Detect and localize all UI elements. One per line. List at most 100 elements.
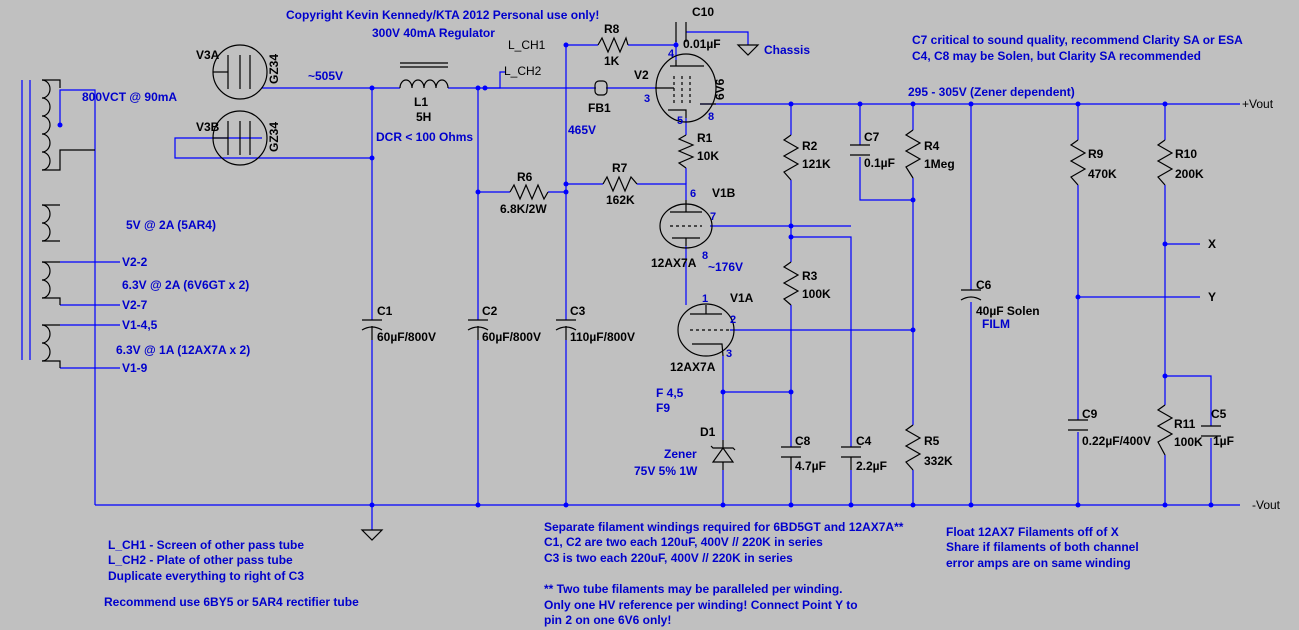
v1b-label: V1B: [712, 186, 736, 200]
r3-value: 100K: [802, 287, 831, 301]
v2-pin5: 5: [677, 115, 683, 127]
tube-v2: [655, 53, 717, 123]
v176-label: ~176V: [708, 260, 743, 274]
tube-v1a: [677, 303, 735, 357]
v1a-pin2: 2: [730, 314, 736, 326]
r6-value: 6.8K/2W: [500, 202, 547, 216]
c8-value: 4.7µF: [795, 459, 826, 473]
v1a-pin3: 3: [726, 348, 732, 360]
br-note-2: Share if filaments of both channel: [946, 540, 1139, 554]
d1-value: 75V 5% 1W: [634, 464, 698, 478]
r11-value: 100K: [1174, 435, 1203, 449]
critical-note-2: C4, C8 may be Solen, but Clarity SA reco…: [912, 49, 1201, 63]
v2-type: 6V6: [713, 78, 727, 100]
l1-value: 5H: [416, 110, 431, 124]
tube-v1b: [659, 200, 713, 249]
c7-value: 0.1µF: [864, 156, 895, 170]
transformer: [41, 79, 95, 368]
r1-value: 10K: [697, 149, 719, 163]
r10-label: R10: [1175, 147, 1197, 161]
r11-label: R11: [1174, 417, 1196, 431]
tube-v3b: [212, 110, 268, 166]
v1a-label: V1A: [730, 291, 754, 305]
lch1-label: L_CH1: [508, 38, 546, 52]
vout-neg-label: -Vout: [1252, 498, 1281, 512]
point-x-label: X: [1208, 237, 1216, 251]
resistors: [509, 36, 1174, 471]
v1a-type: 12AX7A: [670, 360, 716, 374]
bl-note-2: L_CH2 - Plate of other pass tube: [108, 553, 293, 567]
zener-d1: [710, 440, 736, 470]
c3-label: C3: [570, 304, 586, 318]
c1-value: 60µF/800V: [377, 330, 436, 344]
r4-label: R4: [924, 139, 940, 153]
c1-label: C1: [377, 304, 393, 318]
c9-label: C9: [1082, 407, 1098, 421]
v3b-type: GZ34: [267, 122, 281, 152]
c6-value: 40µF Solen: [976, 304, 1040, 318]
filament-f45: F 4,5: [656, 386, 684, 400]
v2-2-label: V2-2: [122, 255, 148, 269]
labels: Copyright Kevin Kennedy/KTA 2012 Persona…: [82, 5, 1281, 627]
bm-note-6: pin 2 on one 6V6 only!: [544, 613, 671, 627]
r5-value: 332K: [924, 454, 953, 468]
c5-label: C5: [1211, 407, 1227, 421]
v505-label: ~505V: [308, 69, 343, 83]
c4-label: C4: [856, 434, 872, 448]
r5-label: R5: [924, 434, 940, 448]
v1b-pin6: 6: [690, 188, 696, 200]
r9-label: R9: [1088, 147, 1104, 161]
regulator-note: 300V 40mA Regulator: [372, 26, 495, 40]
v2-pin4: 4: [668, 48, 675, 60]
c7-label: C7: [864, 130, 880, 144]
transformer-hv-label: 800VCT @ 90mA: [82, 90, 177, 104]
capacitors: [361, 22, 1221, 470]
d1-type: Zener: [664, 447, 697, 461]
copyright-note: Copyright Kevin Kennedy/KTA 2012 Persona…: [286, 8, 599, 22]
c9-value: 0.22µF/400V: [1082, 434, 1151, 448]
voltage-out-label: 295 - 305V (Zener dependent): [908, 85, 1075, 99]
r10-value: 200K: [1175, 167, 1204, 181]
bl-note-4: Recommend use 6BY5 or 5AR4 rectifier tub…: [104, 595, 359, 609]
c8-label: C8: [795, 434, 811, 448]
transformer-5v-label: 5V @ 2A (5AR4): [126, 218, 216, 232]
r4-value: 1Meg: [924, 157, 955, 171]
lch2-label: L_CH2: [504, 64, 542, 78]
c4-value: 2.2µF: [856, 459, 887, 473]
transformer-63a-label: 6.3V @ 2A (6V6GT x 2): [122, 278, 249, 292]
transformer-63b-label: 6.3V @ 1A (12AX7A x 2): [116, 343, 250, 357]
critical-note-1: C7 critical to sound quality, recommend …: [912, 33, 1243, 47]
bm-note-4: ** Two tube filaments may be paralleled …: [544, 582, 843, 596]
v1b-type: 12AX7A: [651, 256, 697, 270]
tube-v3a: [212, 44, 268, 100]
v1a-pin1: 1: [702, 293, 708, 305]
v2-7-label: V2-7: [122, 298, 148, 312]
r8-value: 1K: [604, 54, 620, 68]
v3a-label: V3A: [196, 48, 220, 62]
ground-symbol: [360, 529, 384, 541]
v3a-type: GZ34: [267, 54, 281, 84]
vout-pos-label: +Vout: [1242, 97, 1274, 111]
bm-note-5: Only one HV reference per winding! Conne…: [544, 598, 858, 612]
v465-label: 465V: [568, 123, 596, 137]
chassis-ground-symbol: [736, 44, 760, 56]
c3-value: 110µF/800V: [570, 330, 635, 344]
dcr-note: DCR < 100 Ohms: [376, 130, 473, 144]
bm-note-2: C1, C2 are two each 120uF, 400V // 220K …: [544, 535, 823, 549]
c2-label: C2: [482, 304, 498, 318]
ferrite-bead-fb1: [594, 80, 608, 96]
r3-label: R3: [802, 269, 818, 283]
fb1-label: FB1: [588, 101, 611, 115]
br-note-1: Float 12AX7 Filaments off of X: [946, 525, 1119, 539]
v2-pin8: 8: [708, 111, 714, 123]
c10-value: 0.01µF: [683, 37, 721, 51]
v2-label: V2: [634, 68, 649, 82]
bl-note-1: L_CH1 - Screen of other pass tube: [108, 538, 304, 552]
junction-dots: [57, 42, 1214, 508]
r8-label: R8: [604, 22, 620, 36]
r2-value: 121K: [802, 157, 831, 171]
br-note-3: error amps are on same winding: [946, 556, 1131, 570]
r7-label: R7: [612, 161, 628, 175]
v1b-pin7: 7: [710, 211, 716, 223]
c10-label: C10: [692, 5, 714, 19]
